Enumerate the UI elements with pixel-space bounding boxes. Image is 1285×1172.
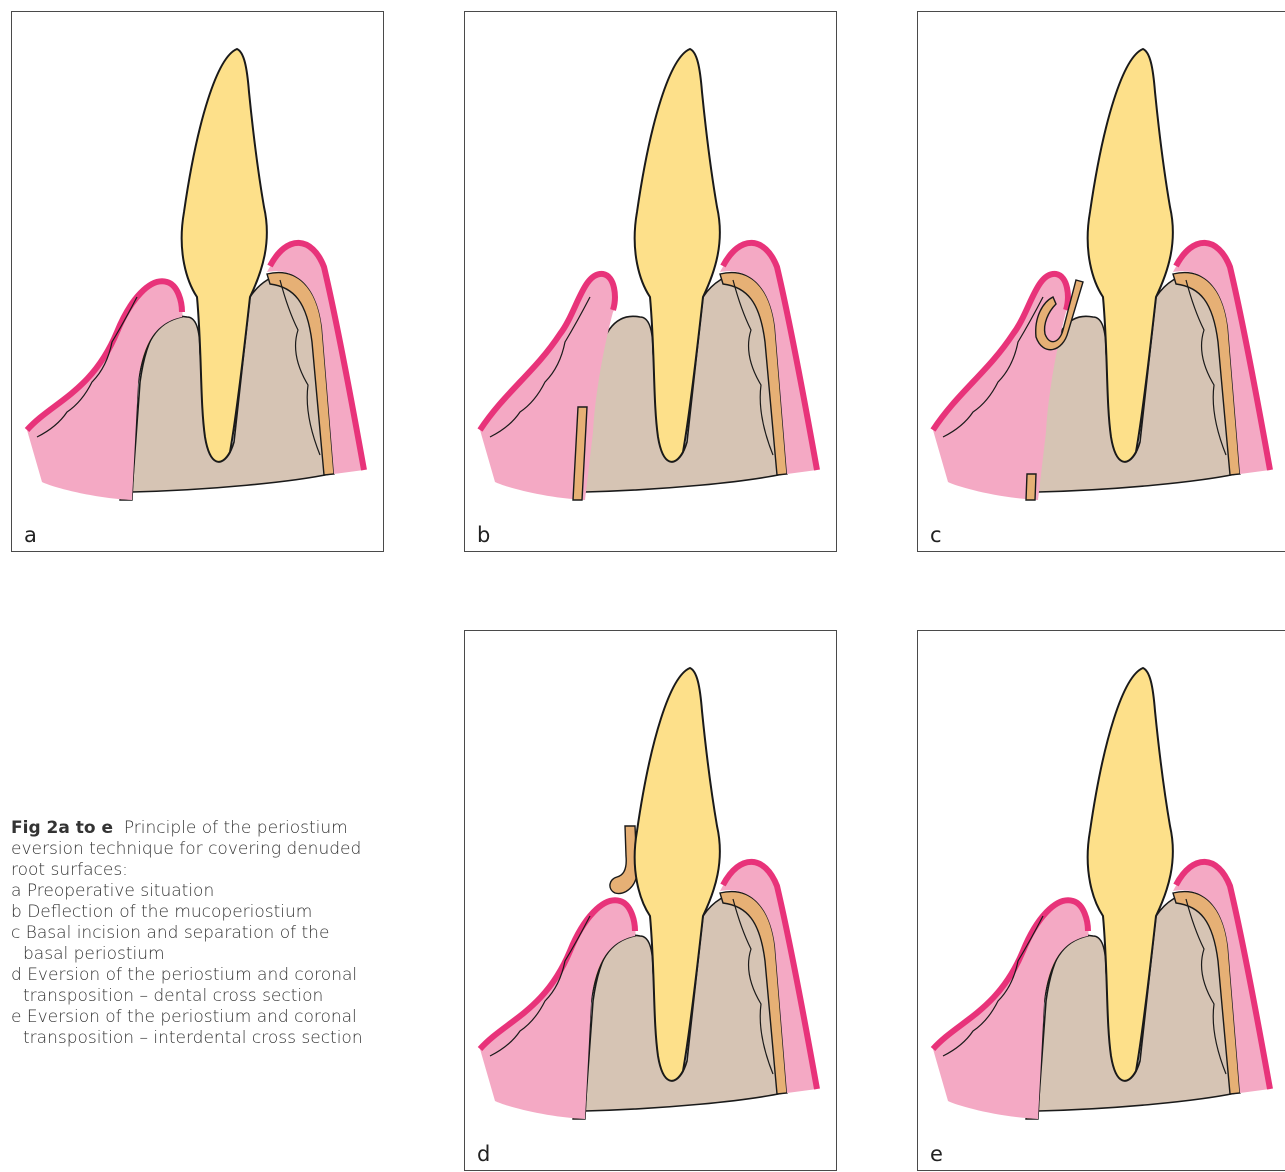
- panel-d: d: [464, 630, 837, 1171]
- panel-label-c: c: [930, 523, 942, 547]
- periosteum-stump-c: [1026, 474, 1036, 500]
- panel-e: e: [917, 630, 1285, 1171]
- drawing-c: [918, 12, 1285, 553]
- drawing-b: [465, 12, 838, 553]
- caption-heading: Fig 2a to e Principle of the periostium …: [11, 818, 376, 881]
- caption-item-b: b Deflection of the mucoperiostium: [11, 902, 376, 923]
- figure-caption: Fig 2a to e Principle of the periostium …: [11, 818, 376, 1049]
- panel-label-e: e: [930, 1142, 943, 1166]
- panel-label-b: b: [477, 523, 490, 547]
- panel-label-a: a: [24, 523, 37, 547]
- drawing-e: [918, 631, 1285, 1172]
- panel-b: b: [464, 11, 837, 552]
- caption-fig-label: Fig 2a to e: [11, 818, 113, 838]
- caption-item-d: d Eversion of the periostium and coronal…: [11, 965, 376, 1007]
- drawing-a: [12, 12, 385, 553]
- panel-a: a: [11, 11, 384, 552]
- caption-item-e: e Eversion of the periostium and coronal…: [11, 1007, 376, 1049]
- caption-item-c: c Basal incision and separation of the b…: [11, 923, 376, 965]
- periosteum-transposed-d: [610, 826, 637, 894]
- panel-label-d: d: [477, 1142, 490, 1166]
- caption-item-a: a Preoperative situation: [11, 881, 376, 902]
- drawing-d: [465, 631, 838, 1172]
- panel-c: c: [917, 11, 1285, 552]
